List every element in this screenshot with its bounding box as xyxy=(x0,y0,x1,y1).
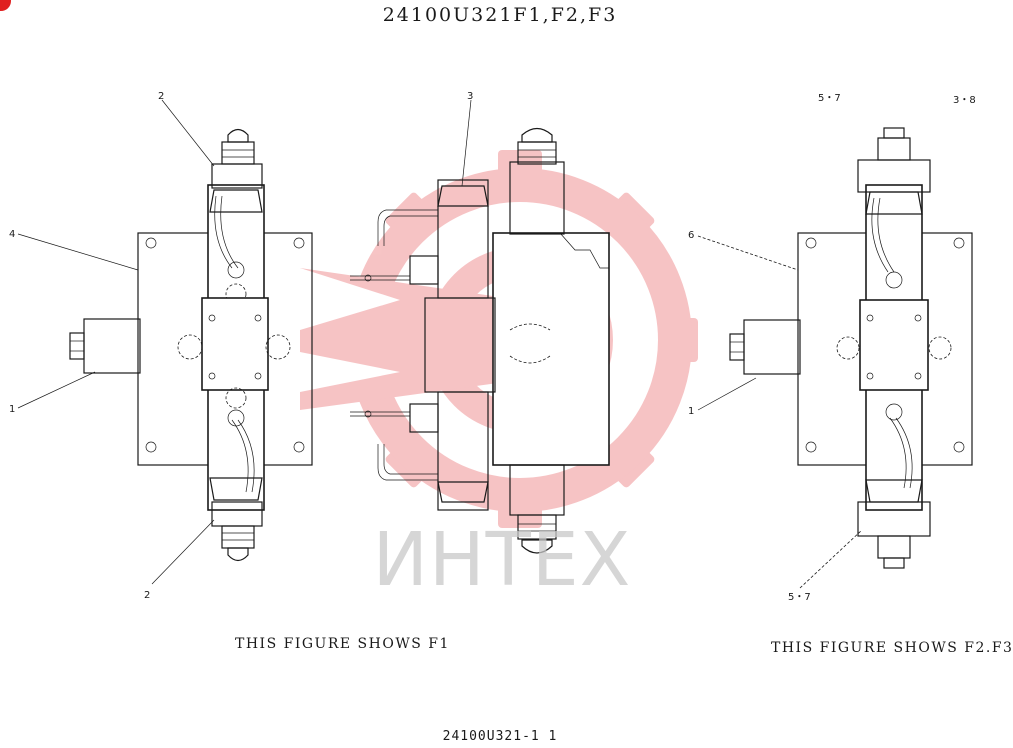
callout-3-8: 3・8 xyxy=(953,95,976,106)
caption-f2-f3: THIS FIGURE SHOWS F2.F3 xyxy=(771,640,1013,656)
caption-f1: THIS FIGURE SHOWS F1 xyxy=(235,636,450,652)
view-side xyxy=(350,99,610,554)
callout-1-left: 1 xyxy=(9,404,15,415)
view-f2-f3 xyxy=(697,127,973,589)
callout-1-right: 1 xyxy=(688,406,694,417)
callout-4: 4 xyxy=(9,229,15,240)
callout-5-7-top: 5・7 xyxy=(818,93,841,104)
callout-3: 3 xyxy=(467,91,473,102)
drawing-title: 24100U321F1,F2,F3 xyxy=(382,4,618,26)
callout-2-top: 2 xyxy=(158,91,164,102)
callout-2-bottom: 2 xyxy=(144,590,150,601)
view-f1 xyxy=(17,99,313,585)
corner-badge-icon xyxy=(0,0,11,11)
document-number: 24100U321-1 1 xyxy=(442,729,558,744)
watermark-text: ИНТЕХ xyxy=(372,517,632,603)
callout-5-7-bottom: 5・7 xyxy=(788,592,811,603)
callout-6: 6 xyxy=(688,230,694,241)
